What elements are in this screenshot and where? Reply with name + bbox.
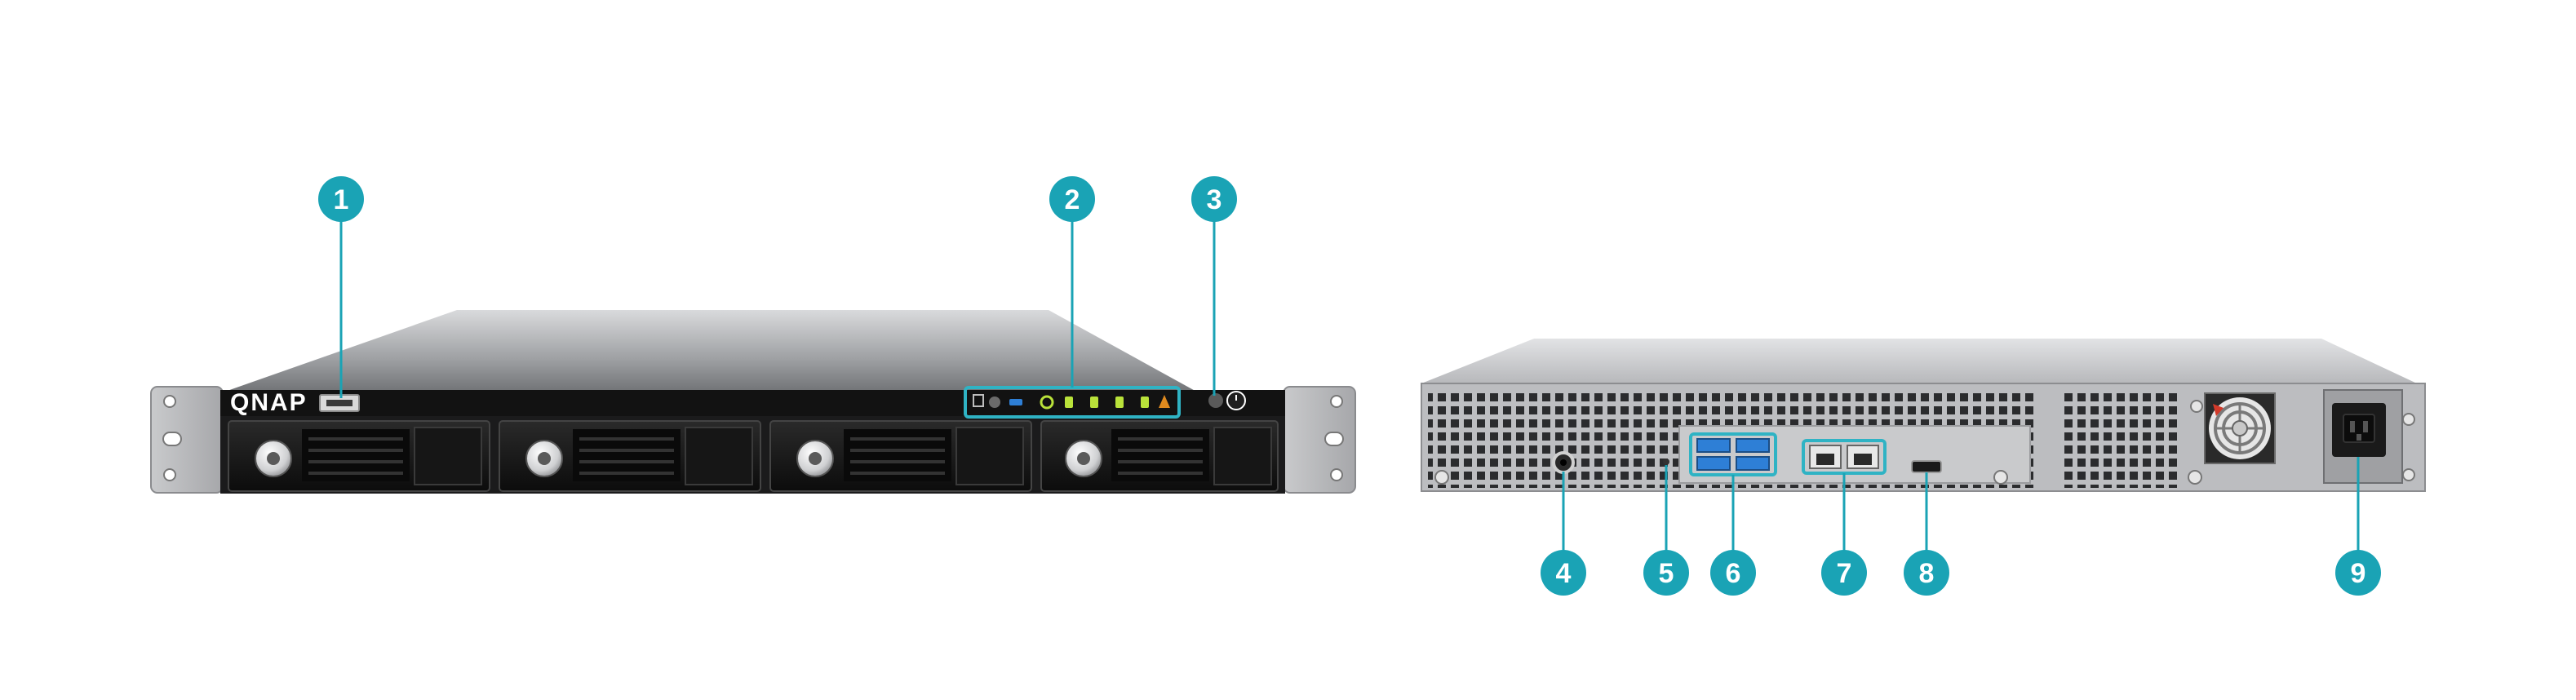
usb-led-icon bbox=[1009, 399, 1022, 405]
callout-3: 3 bbox=[1191, 176, 1237, 222]
usb-port[interactable] bbox=[1696, 456, 1731, 471]
left-rack-ear bbox=[150, 386, 224, 494]
screw-icon bbox=[2190, 400, 2203, 413]
lan-led-icon bbox=[1159, 395, 1170, 408]
drive-tray-2[interactable] bbox=[499, 420, 761, 492]
right-rack-ear bbox=[1283, 386, 1356, 494]
power-socket[interactable] bbox=[2332, 403, 2386, 457]
svg-text:4: 4 bbox=[1556, 558, 1572, 589]
front-top-lid bbox=[220, 310, 1199, 393]
status-icon bbox=[989, 397, 1000, 408]
svg-text:5: 5 bbox=[1659, 558, 1674, 589]
ethernet-ports[interactable] bbox=[1802, 439, 1887, 475]
front-bezel bbox=[220, 390, 1285, 416]
front-power-indicator bbox=[1208, 393, 1223, 408]
screw-icon bbox=[2402, 468, 2415, 481]
callout-6: 6 bbox=[1710, 550, 1756, 596]
mid-vent-grid bbox=[2061, 392, 2177, 488]
usb-port[interactable] bbox=[1736, 456, 1770, 471]
copy-icon bbox=[973, 394, 984, 407]
drive-tray-4[interactable] bbox=[1040, 420, 1279, 492]
svg-text:7: 7 bbox=[1837, 558, 1852, 589]
reset-button[interactable] bbox=[1663, 459, 1669, 465]
screw-icon bbox=[1993, 470, 2008, 485]
screw-icon bbox=[2188, 470, 2202, 485]
psu-fan-icon bbox=[2204, 392, 2276, 464]
usb-port[interactable] bbox=[1736, 438, 1770, 453]
brand-logo: QNAP bbox=[230, 389, 308, 416]
callout-9: 9 bbox=[2335, 550, 2381, 596]
callout-1: 1 bbox=[318, 176, 364, 222]
svg-text:8: 8 bbox=[1919, 558, 1935, 589]
callout-4: 4 bbox=[1541, 550, 1586, 596]
hdd4-led-icon bbox=[1141, 397, 1149, 408]
rear-view bbox=[1421, 339, 2426, 492]
hdd1-led-icon bbox=[1065, 397, 1073, 408]
rear-top-lid bbox=[1421, 339, 2417, 383]
power-led-icon bbox=[1040, 395, 1054, 410]
usb-port[interactable] bbox=[1696, 438, 1731, 453]
hdd3-led-icon bbox=[1115, 397, 1124, 408]
callout-2: 2 bbox=[1049, 176, 1095, 222]
hdd2-led-icon bbox=[1090, 397, 1098, 408]
svg-text:9: 9 bbox=[2351, 558, 2366, 589]
svg-text:3: 3 bbox=[1207, 184, 1222, 215]
screw-icon bbox=[2402, 413, 2415, 426]
callout-7: 7 bbox=[1821, 550, 1867, 596]
svg-text:6: 6 bbox=[1726, 558, 1741, 589]
drive-tray-3[interactable] bbox=[769, 420, 1032, 492]
screw-icon bbox=[1434, 470, 1449, 485]
hdmi-port[interactable] bbox=[1911, 460, 1942, 473]
callout-5: 5 bbox=[1643, 550, 1689, 596]
callout-leaders bbox=[339, 214, 2360, 555]
drive-tray-1[interactable] bbox=[228, 420, 490, 492]
callout-8: 8 bbox=[1904, 550, 1949, 596]
svg-text:2: 2 bbox=[1065, 184, 1080, 215]
svg-text:1: 1 bbox=[334, 184, 349, 215]
front-view: QNAP bbox=[150, 310, 1356, 494]
